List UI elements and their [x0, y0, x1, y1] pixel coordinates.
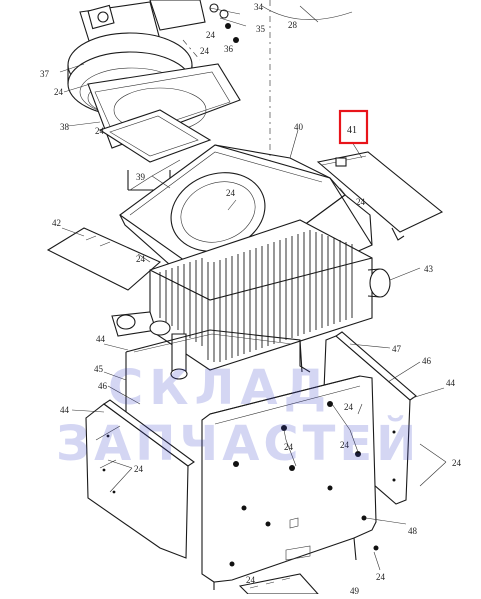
callout-24-n: 24 — [246, 575, 256, 585]
watermark: СКЛАД ЗАПЧАСТЕЙ — [56, 360, 420, 472]
callout-46-b: 46 — [98, 381, 108, 391]
front-panel — [201, 375, 379, 590]
side-plate-left — [46, 227, 162, 291]
callout-24-g: 24 — [136, 254, 146, 264]
cover-plate — [316, 151, 444, 241]
callout-24-a: 24 — [206, 30, 216, 40]
left-side-panel — [85, 399, 195, 559]
callout-45: 45 — [94, 364, 104, 374]
callout-24-e: 24 — [226, 188, 236, 198]
highlight-box — [338, 109, 369, 145]
callout-24-i: 24 — [340, 440, 350, 450]
callout-24-h: 24 — [344, 402, 354, 412]
callout-48: 48 — [408, 526, 418, 536]
callout-46-a: 46 — [422, 356, 432, 366]
watermark-line-2: ЗАПЧАСТЕЙ — [56, 415, 420, 472]
callout-42: 41 — [347, 125, 357, 136]
callout-41: 40 — [294, 122, 304, 132]
callout-44-b: 44 — [446, 378, 456, 388]
callout-38: 38 — [60, 122, 70, 132]
watermark-line-1: СКЛАД — [108, 360, 332, 416]
callout-28: 28 — [288, 20, 298, 30]
callout-44-c: 44 — [60, 405, 70, 415]
callout-39: 39 — [136, 172, 146, 182]
heat-exchanger — [111, 219, 391, 380]
callout-24-m: 24 — [376, 572, 386, 582]
axis-line-fan — [182, 39, 201, 61]
callout-34: 34 — [254, 2, 264, 12]
callout-24-l: 24 — [134, 464, 144, 474]
callout-49: 49 — [350, 586, 360, 594]
blower-fan-assembly — [67, 0, 353, 149]
callout-47: 47 — [392, 344, 402, 354]
heat-exchanger-fins — [159, 230, 353, 362]
callout-24-b: 24 — [200, 46, 210, 56]
callout-24-d: 24 — [95, 126, 105, 136]
callout-24-j: 24 — [284, 442, 294, 452]
callout-40: 42 — [52, 218, 61, 228]
callout-35: 35 — [256, 24, 266, 34]
callout-36: 36 — [224, 44, 234, 54]
callout-37: 37 — [40, 69, 50, 79]
callout-24-c: 24 — [54, 87, 64, 97]
callout-24-f: 24 — [356, 197, 366, 207]
callout-24-k: 24 — [452, 458, 462, 468]
callout-44-a: 44 — [96, 334, 106, 344]
callout-43: 43 — [424, 264, 434, 274]
